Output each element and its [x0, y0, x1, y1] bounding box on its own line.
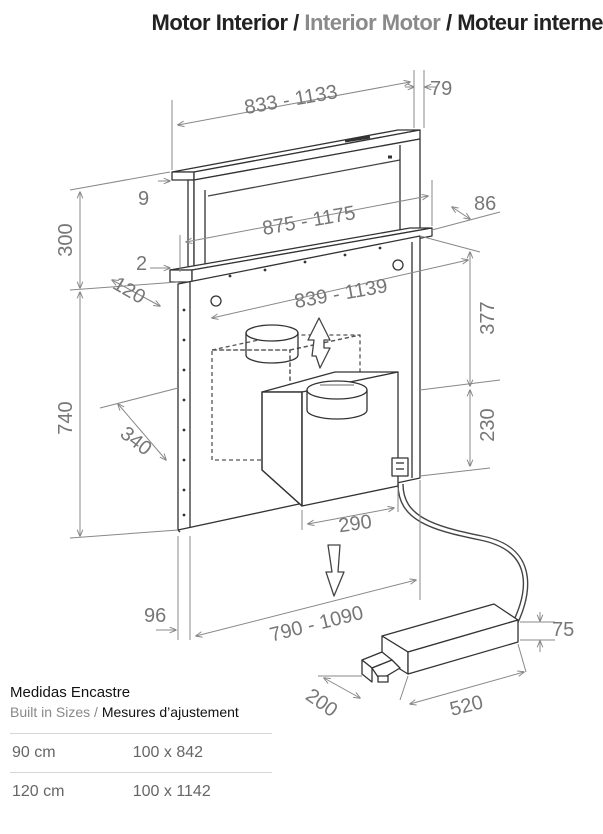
- title-sep: /: [440, 10, 458, 35]
- dim-side-offset: 86: [474, 193, 496, 215]
- table-row: 120 cm 100 x 1142: [10, 772, 272, 811]
- sizes-table: 90 cm 100 x 842 120 cm 100 x 1142: [10, 733, 272, 811]
- dim-upper-height: 377: [477, 301, 499, 334]
- control-box: [361, 603, 519, 683]
- sizes-title: Medidas Encastre: [10, 684, 131, 701]
- dim-motor-width: 290: [337, 511, 373, 537]
- cable: [397, 483, 525, 629]
- title-es: Motor Interior: [151, 10, 289, 35]
- airflow-up-arrow: [307, 317, 331, 369]
- dim-top-depth: 79: [430, 78, 452, 100]
- dim-box-width: 520: [448, 691, 486, 720]
- dim-top-width: 833 - 1133: [243, 81, 340, 119]
- dim-column-height: 300: [55, 223, 77, 256]
- sizes-subtitle-en: Built in Sizes: [10, 704, 91, 720]
- sizes-subtitle: Built in Sizes / Mesures d’ajustement: [10, 704, 272, 720]
- dim-cut-width: 790 - 1090: [267, 602, 365, 646]
- dim-motor-depth: 340: [116, 422, 156, 460]
- row-model: 90 cm: [10, 733, 93, 773]
- row-size: 100 x 1142: [92, 772, 272, 811]
- row-size: 100 x 842: [92, 733, 272, 773]
- page-title: Motor Interior / Interior Motor / Moteur…: [0, 10, 603, 36]
- motor-unit: [261, 371, 409, 507]
- dim-slot-height: 9: [138, 188, 149, 210]
- dim-total-height: 740: [55, 401, 77, 434]
- dim-front-offset: 96: [144, 605, 166, 627]
- title-en: Interior Motor: [304, 10, 441, 35]
- dimension-lines: [69, 70, 555, 704]
- dim-gap: 2: [136, 253, 147, 275]
- dim-box-depth: 200: [301, 685, 341, 722]
- sizes-subtitle-fr: Mesures d’ajustement: [101, 704, 239, 720]
- dim-lower-height: 230: [477, 408, 499, 441]
- dim-box-height: 75: [552, 619, 574, 641]
- row-model: 120 cm: [10, 772, 93, 811]
- dim-frame-depth: 120: [109, 273, 149, 309]
- airflow-down-arrow: [325, 544, 345, 597]
- title-sep: /: [287, 10, 305, 35]
- table-row: 90 cm 100 x 842: [10, 733, 272, 773]
- title-fr: Moteur interne: [457, 10, 603, 35]
- sizes-subtitle-sep: /: [90, 704, 102, 720]
- built-in-sizes: Medidas Encastre Built in Sizes / Mesure…: [10, 684, 272, 811]
